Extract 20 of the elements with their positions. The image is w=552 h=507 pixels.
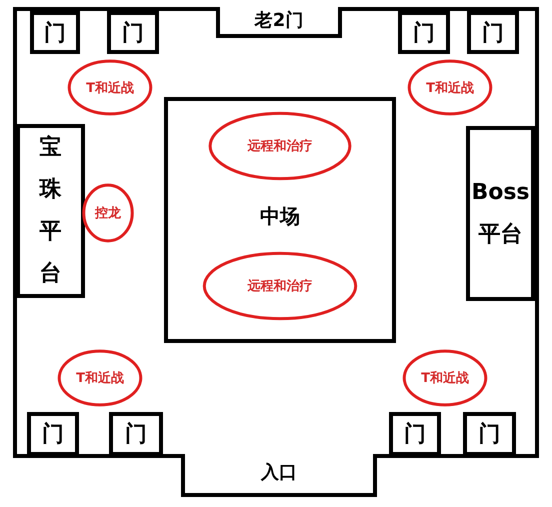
door-box: 门 xyxy=(27,412,79,456)
door-box: 门 xyxy=(389,412,441,456)
door-box: 门 xyxy=(107,11,159,54)
platform-box: 宝珠平台 xyxy=(16,124,85,298)
platform-box: Boss平台 xyxy=(466,126,535,301)
role-ellipse: T和近战 xyxy=(68,60,152,115)
role-ellipse: T和近战 xyxy=(58,350,142,406)
role-ellipse: 控龙 xyxy=(83,184,133,242)
door-box: 门 xyxy=(30,11,80,54)
role-ellipse: T和近战 xyxy=(403,350,487,406)
role-ellipse: T和近战 xyxy=(408,60,492,115)
door-box: 门 xyxy=(398,11,450,54)
doorway-label: 老2门 xyxy=(253,9,304,33)
center-area-box: 远程和治疗 中场 远程和治疗 xyxy=(164,97,396,343)
doorway-label: 入口 xyxy=(260,461,298,485)
door-box: 门 xyxy=(463,412,516,456)
door-box: 门 xyxy=(467,11,519,54)
role-ellipse: 远程和治疗 xyxy=(202,252,358,320)
door-box: 门 xyxy=(109,412,163,456)
role-ellipse: 远程和治疗 xyxy=(208,112,352,180)
